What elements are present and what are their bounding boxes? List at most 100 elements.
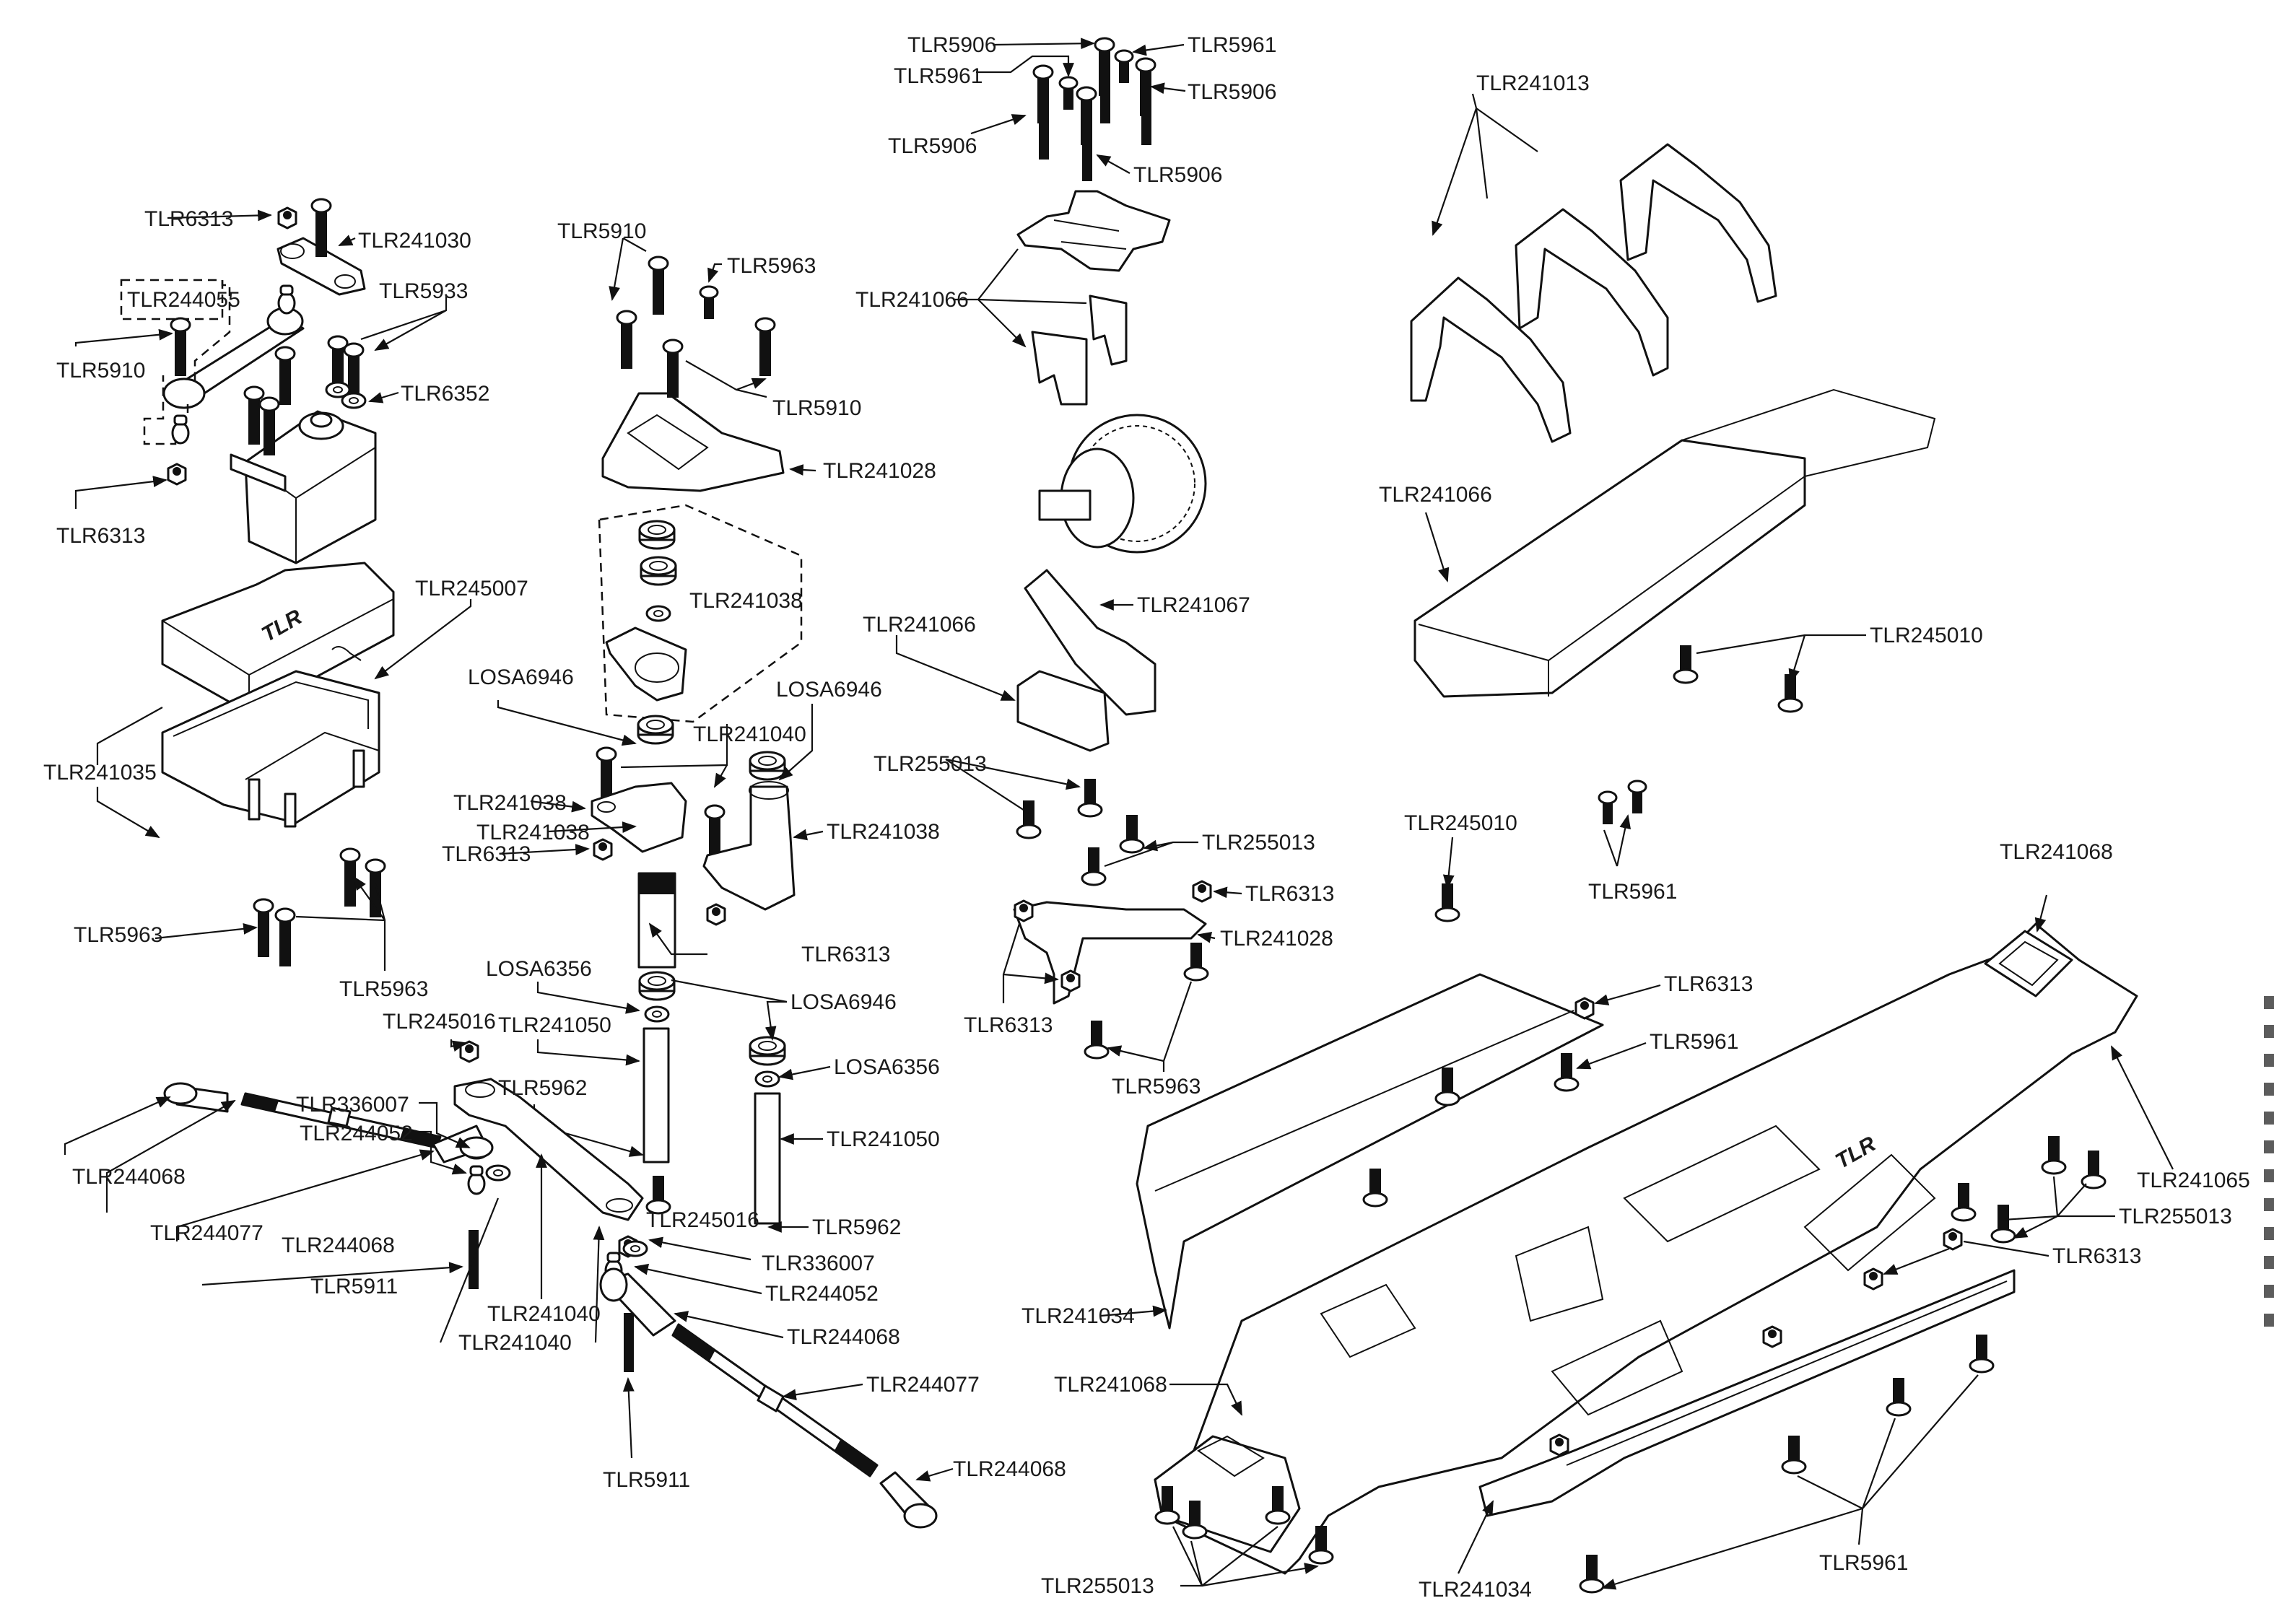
battery-strap bbox=[1515, 208, 1669, 377]
label-chassis-screws-right: TLR255013 bbox=[2119, 1205, 2232, 1228]
label-diff-mount-brace: TLR241067 bbox=[1137, 593, 1250, 617]
screw-icon bbox=[1579, 1554, 1605, 1594]
label-battery-straps: TLR241013 bbox=[1476, 71, 1590, 95]
label-servo-horn: TLR241030 bbox=[358, 229, 471, 253]
screw-icon bbox=[1081, 847, 1107, 886]
bellcrank-left bbox=[591, 782, 687, 853]
post-right bbox=[754, 1092, 781, 1225]
label-diff-screw-1: TLR5906 bbox=[907, 33, 996, 57]
washer-icon bbox=[622, 1240, 648, 1257]
label-chassis-brace: TLR241028 bbox=[1220, 927, 1333, 951]
label-bellcrank-nut-right: TLR6313 bbox=[801, 943, 890, 966]
label-tray-screws: TLR245010 bbox=[1870, 624, 1983, 647]
diff-brace bbox=[1024, 569, 1156, 716]
label-chassis-plate: TLR241065 bbox=[2137, 1169, 2250, 1192]
servo bbox=[230, 410, 377, 564]
label-rack-nut-bottom: TLR245016 bbox=[646, 1208, 759, 1232]
bellcrank-arm-top bbox=[605, 627, 687, 702]
label-side-guard-right: TLR241034 bbox=[1419, 1578, 1532, 1602]
label-bellcrank-screws: TLR241040 bbox=[693, 722, 806, 746]
label-rack-ball-stud: TLR241040 bbox=[458, 1331, 572, 1355]
bearing-icon bbox=[749, 1036, 786, 1066]
battery-group bbox=[1410, 93, 1936, 922]
battery-strap bbox=[1619, 143, 1777, 303]
washer-icon bbox=[754, 1070, 780, 1088]
label-rack: TLR241040 bbox=[487, 1302, 601, 1326]
bearing-icon bbox=[638, 520, 676, 550]
screw-icon bbox=[253, 898, 274, 958]
bearing-icon bbox=[638, 971, 676, 1001]
label-side-guard-left: TLR241034 bbox=[1021, 1304, 1135, 1328]
screw-icon bbox=[648, 256, 669, 315]
label-tray-screws-small: TLR5961 bbox=[1588, 880, 1677, 904]
label-rod-end-far-left: TLR244068 bbox=[72, 1165, 186, 1189]
screw-icon bbox=[1114, 49, 1134, 84]
nut-icon bbox=[1863, 1267, 1883, 1291]
receiver-box-lid: TLR bbox=[161, 562, 395, 712]
label-servo-nut-bottom: TLR6313 bbox=[56, 524, 145, 548]
screw-icon bbox=[2041, 1135, 2067, 1175]
rod-end-far-right bbox=[879, 1471, 938, 1529]
label-servo-link-screw: TLR5910 bbox=[56, 359, 145, 383]
screw-icon bbox=[339, 847, 361, 907]
label-post-right: TLR241050 bbox=[827, 1127, 940, 1151]
label-battery-tray: TLR241066 bbox=[1379, 483, 1492, 507]
label-side-guard-nuts-right: TLR6313 bbox=[2052, 1244, 2141, 1268]
battery-strap bbox=[1410, 276, 1572, 443]
rod-end-right bbox=[599, 1267, 676, 1337]
screw-icon bbox=[1434, 883, 1460, 922]
label-turnbuckle-right: TLR244077 bbox=[866, 1373, 980, 1397]
label-rx-box: TLR241035 bbox=[43, 761, 157, 785]
screw-icon bbox=[616, 310, 637, 370]
label-shim-left: LOSA6356 bbox=[486, 957, 592, 981]
label-plate-screws-a: TLR5910 bbox=[557, 219, 646, 243]
post-left bbox=[642, 1027, 670, 1164]
chassis-brace bbox=[1013, 901, 1207, 1005]
bellcrank-kit-box bbox=[598, 504, 803, 723]
screw-icon bbox=[1016, 800, 1042, 839]
label-bearing-right-top: LOSA6946 bbox=[776, 678, 882, 702]
bearing-icon bbox=[749, 751, 786, 781]
nut-icon bbox=[1192, 880, 1212, 903]
label-bellcrank-left: TLR241038 bbox=[453, 791, 567, 815]
label-brace-nut-right: TLR6313 bbox=[1245, 882, 1334, 906]
label-diff-screw-3: TLR5961 bbox=[894, 64, 983, 88]
diff-mount-halves bbox=[1031, 294, 1128, 406]
nut-icon bbox=[1060, 969, 1081, 992]
screw-icon bbox=[1077, 778, 1103, 818]
label-plate-screws-c: TLR5910 bbox=[772, 396, 861, 420]
rear-bumper bbox=[1984, 930, 2073, 997]
screw-icon bbox=[1886, 1377, 1912, 1417]
label-chassis-screws-bottom: TLR255013 bbox=[1041, 1574, 1154, 1598]
label-rod-end-far-right: TLR244068 bbox=[953, 1457, 1066, 1481]
screw-icon bbox=[170, 317, 191, 377]
cropped-edge-text bbox=[2264, 996, 2274, 1328]
part-labels: TLR6313 TLR241030 TLR244055 TLR5933 TLR5… bbox=[43, 33, 2250, 1602]
screw-icon bbox=[1032, 64, 1054, 124]
label-post-screw-left: TLR5962 bbox=[498, 1076, 587, 1100]
screw-icon bbox=[1076, 86, 1097, 146]
nut-icon bbox=[1943, 1228, 1963, 1251]
label-diff-screws-b: TLR255013 bbox=[1202, 831, 1315, 855]
rod-end-far-left bbox=[163, 1082, 229, 1113]
label-servo-screws: TLR5933 bbox=[379, 279, 468, 303]
screw-icon bbox=[1951, 1182, 1977, 1222]
screw-icon bbox=[1119, 814, 1145, 854]
nut-icon bbox=[1762, 1325, 1782, 1348]
label-turnbuckle-left: TLR244077 bbox=[150, 1221, 263, 1245]
label-bellcrank-kit-top: TLR241038 bbox=[689, 589, 803, 613]
screw-icon bbox=[699, 285, 719, 320]
screw-icon bbox=[1781, 1435, 1807, 1475]
label-tray-screw-single: TLR245010 bbox=[1404, 811, 1517, 835]
ball-stud-icon bbox=[467, 1165, 486, 1195]
turnbuckle-right bbox=[671, 1323, 879, 1477]
receiver-box-clip bbox=[331, 646, 362, 661]
label-brace-nuts-left: TLR6313 bbox=[964, 1013, 1053, 1037]
screw-icon bbox=[1598, 790, 1618, 825]
screw-icon bbox=[1673, 645, 1699, 684]
label-diff-screw-5: TLR5906 bbox=[888, 134, 977, 158]
nut-icon bbox=[167, 463, 187, 486]
center-diff bbox=[1038, 414, 1207, 554]
label-side-guard-screws-bottom: TLR5961 bbox=[1819, 1551, 1908, 1575]
label-servo-washer: TLR6352 bbox=[401, 382, 489, 406]
